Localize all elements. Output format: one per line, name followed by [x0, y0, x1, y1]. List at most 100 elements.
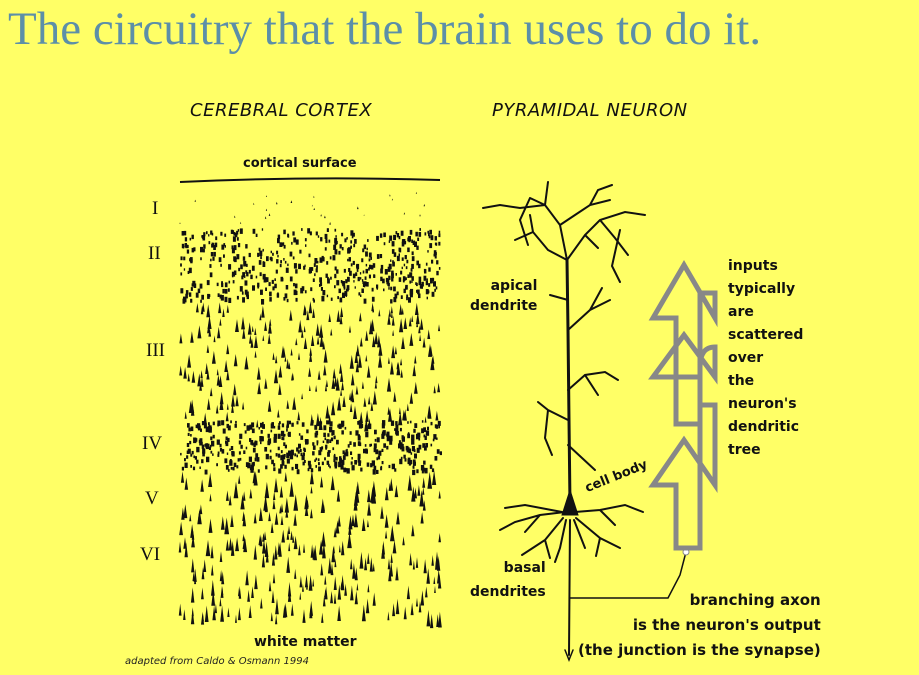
cortex-cell — [238, 607, 241, 620]
layer-label-ii: II — [148, 243, 161, 265]
cortex-cell — [341, 381, 344, 390]
cortex-cell — [188, 428, 190, 432]
cortex-cell — [320, 257, 323, 262]
cortex-cell — [220, 444, 222, 448]
cortex-cell — [293, 283, 295, 286]
cortex-cell — [355, 272, 357, 276]
cortex-cell — [364, 214, 365, 215]
cortex-cell — [318, 370, 321, 380]
cortex-cell — [235, 424, 237, 428]
cortex-cell — [244, 356, 248, 370]
cortex-cell — [325, 405, 329, 419]
cortex-cell — [274, 434, 277, 439]
cortex-cell — [392, 330, 394, 336]
input-arrows — [653, 265, 715, 548]
cortex-cell — [387, 432, 390, 437]
cortex-cell — [255, 441, 257, 444]
cortex-cell — [328, 558, 332, 574]
cortex-cell — [431, 422, 433, 425]
cortex-cell — [277, 255, 278, 258]
cortex-cell — [427, 297, 428, 300]
cortex-cell — [191, 287, 193, 291]
cortex-cell — [297, 421, 299, 424]
cortex-cell — [313, 443, 315, 446]
cortex-cell — [183, 367, 187, 379]
cortex-cell — [407, 586, 410, 600]
cortex-cell — [233, 280, 235, 283]
cortex-cell — [293, 256, 295, 259]
cortex-cell — [214, 335, 216, 342]
cortex-cell — [305, 238, 307, 241]
cortex-cell — [357, 583, 359, 590]
cortex-cell — [190, 299, 192, 303]
cortex-cell — [252, 266, 255, 271]
cortex-cell — [337, 606, 341, 621]
cortex-cell — [265, 541, 269, 557]
cortex-cell — [271, 251, 272, 254]
cortex-cell — [206, 231, 208, 234]
cortex-cell — [249, 270, 251, 274]
cortex-cell — [419, 334, 421, 341]
cortex-cell — [265, 482, 270, 498]
cortex-cell — [193, 456, 195, 459]
cortex-cell — [206, 457, 209, 463]
cortex-cell — [424, 269, 426, 273]
cortex-cell — [202, 445, 205, 449]
cortex-cell — [206, 540, 211, 556]
cortex-cell — [196, 425, 198, 429]
cortex-cell — [434, 385, 436, 393]
cortex-cell — [369, 275, 371, 279]
cortex-cell — [200, 300, 202, 303]
cortex-cell — [413, 429, 415, 433]
cortex-cell — [187, 354, 191, 367]
cortex-cell — [353, 233, 355, 237]
cortex-cell — [390, 260, 391, 262]
cortex-cell — [435, 236, 437, 240]
cortex-cell — [278, 384, 281, 395]
cortex-cell — [320, 447, 323, 452]
cortex-cell — [437, 569, 440, 583]
cortex-cell — [273, 573, 275, 583]
cortex-cell — [196, 447, 199, 452]
cortex-cell — [414, 449, 416, 452]
cortex-cell — [257, 367, 261, 380]
axon-description: branching axon is the neuron's output (t… — [578, 588, 821, 663]
layer-label-iv: IV — [142, 433, 162, 455]
cortex-cell — [278, 434, 281, 439]
cortex-cell — [300, 576, 303, 588]
cortex-cell — [337, 310, 341, 322]
cortex-cell — [224, 458, 227, 463]
cortex-cell — [276, 270, 278, 274]
cortex-cell — [360, 468, 362, 472]
cortex-cell — [218, 293, 220, 297]
cortex-cell — [363, 449, 366, 454]
cortex-cell — [365, 276, 367, 280]
cortex-cell — [410, 230, 413, 235]
cortex-cell — [426, 281, 428, 285]
cortex-cell — [427, 329, 430, 339]
cortex-cell — [284, 465, 286, 469]
cortex-cell — [293, 237, 296, 242]
cortical-surface-line — [180, 178, 440, 182]
cortex-cell — [248, 322, 252, 334]
cortex-cell — [200, 284, 203, 289]
cortex-cell — [275, 598, 279, 614]
cortex-cell — [424, 559, 427, 573]
cortex-cell — [351, 373, 355, 385]
cortex-cell — [202, 448, 205, 453]
cortex-cell — [356, 386, 359, 395]
cortex-cell — [278, 426, 281, 430]
cortex-cell — [335, 229, 337, 232]
cortex-cell — [310, 470, 314, 484]
cortex-cell — [426, 289, 429, 294]
cortex-cell — [424, 446, 427, 451]
cortex-cell — [299, 250, 301, 254]
cortex-cell — [275, 512, 279, 525]
cortex-cell — [267, 441, 270, 446]
cortex-cell — [318, 235, 319, 238]
cortex-cell — [330, 277, 332, 280]
cortex-cell — [365, 444, 367, 447]
cortex-cell — [234, 354, 238, 366]
credit-text: adapted from Caldo & Osmann 1994 — [125, 656, 309, 667]
cortex-cell — [276, 251, 278, 255]
